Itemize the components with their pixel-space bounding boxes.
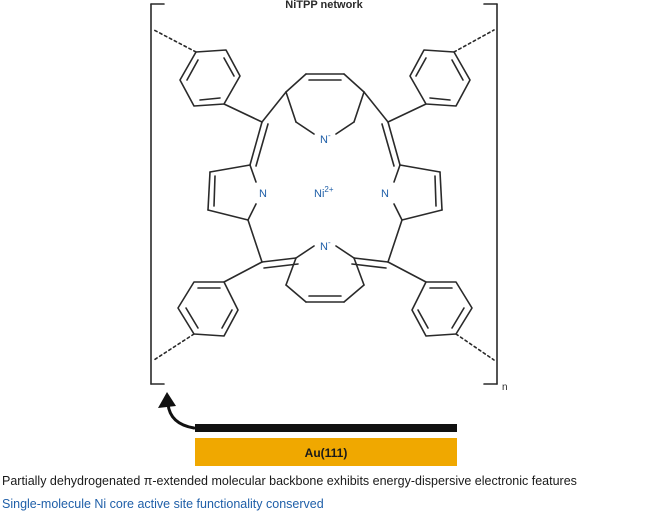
pyrrole-left [207, 121, 269, 263]
phenyl-bottom-right [411, 281, 473, 337]
nitrogen-left-label: N [259, 188, 267, 200]
pyrrole-bottom [261, 245, 389, 303]
caption-line-2: Single-molecule Ni core active site func… [2, 497, 324, 511]
meso-bond-tr [387, 103, 427, 123]
repeat-subscript: n [502, 382, 508, 393]
nickel-ion-label: Ni2+ [314, 185, 334, 200]
pyrrole-top [261, 73, 389, 135]
meso-bond-br [387, 261, 427, 283]
molecule-skeleton [150, 3, 498, 385]
network-links [153, 29, 495, 361]
nitrogen-bottom-label: N- [320, 238, 331, 253]
curved-arrow-icon [158, 392, 196, 430]
phenyl-bottom-left [177, 281, 239, 337]
meso-bond-tl [223, 103, 263, 123]
caption-line-1: Partially dehydrogenated π-extended mole… [2, 474, 577, 488]
diagram-title: NiTPP network [285, 0, 363, 11]
left-bracket [150, 3, 165, 385]
nitrogen-right-label: N [381, 188, 389, 200]
phenyl-top-right [409, 49, 471, 107]
substrate-label: Au(111) [305, 446, 348, 460]
backbone-bar [195, 424, 457, 432]
substrate-block [195, 438, 457, 466]
nitrogen-top-label: N- [320, 131, 331, 146]
meso-bond-bl [223, 261, 263, 283]
phenyl-top-left [179, 49, 241, 107]
pyrrole-right [381, 121, 443, 263]
right-bracket [483, 3, 498, 385]
